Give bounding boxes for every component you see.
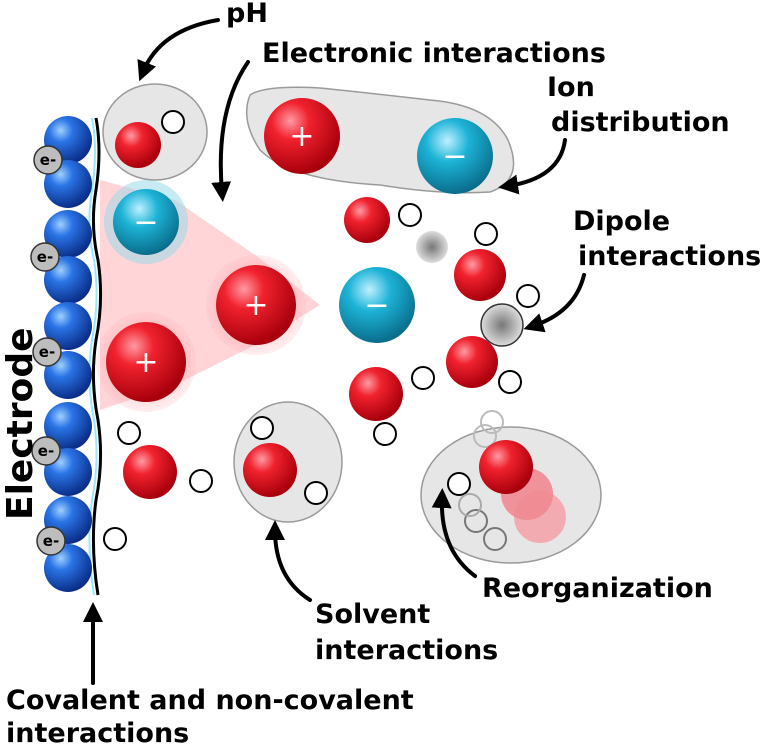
electrode-atom — [44, 256, 92, 304]
anion — [113, 189, 179, 255]
water-oxygen — [349, 367, 403, 421]
electron-label: e- — [40, 151, 56, 169]
dipole-interactions-label-1: Dipole — [573, 206, 670, 237]
water-hydrogen — [161, 110, 185, 134]
electrode-atom — [44, 302, 92, 350]
covalent-label-1: Covalent and non-covalent — [6, 685, 414, 716]
electrode-atom — [44, 210, 92, 258]
ph-arrow — [137, 18, 220, 82]
water-hydrogen-ghost — [464, 509, 488, 533]
ion-distribution-label-2: distribution — [551, 107, 730, 138]
electron-label: e- — [38, 442, 54, 460]
electron: e- — [32, 337, 62, 367]
dipole-particle — [416, 231, 448, 263]
water-hydrogen — [498, 370, 522, 394]
water-hydrogen — [304, 481, 328, 505]
minus-sign: − — [364, 288, 389, 323]
water-oxygen — [115, 122, 161, 168]
covalent-label-2: interactions — [6, 718, 189, 747]
solvent-molecules — [103, 110, 540, 551]
electron: e- — [33, 145, 63, 175]
electron-label: e- — [43, 532, 59, 550]
reorganization-label: Reorganization — [482, 573, 713, 604]
water-oxygen — [446, 336, 498, 388]
electrode-atom — [44, 544, 92, 592]
cation — [106, 322, 186, 402]
water-hydrogen — [189, 469, 213, 493]
water-oxygen — [123, 445, 177, 499]
plus-sign: + — [289, 119, 314, 154]
water-hydrogen-ghost — [480, 410, 504, 434]
water-hydrogen — [447, 472, 471, 496]
electrode-surface — [91, 117, 103, 596]
water-hydrogen-ghost — [473, 424, 497, 448]
anion — [417, 118, 493, 194]
water-oxygen — [479, 440, 533, 494]
water-oxygen — [243, 443, 297, 497]
cation — [264, 98, 340, 174]
minus-sign: − — [133, 205, 158, 240]
anion — [339, 267, 415, 343]
electron: e- — [30, 242, 60, 272]
solvent-interactions-label-2: interactions — [315, 635, 498, 666]
water-hydrogen-ghost — [458, 493, 482, 517]
electrode-surface-glow — [88, 117, 98, 596]
water-hydrogen-ghost — [483, 527, 507, 551]
cation — [216, 265, 296, 345]
water-hydrogen — [516, 284, 540, 308]
minus-sign: − — [442, 139, 467, 174]
electron-label: e- — [37, 248, 53, 266]
electron: e- — [31, 436, 61, 466]
electron: e- — [36, 526, 66, 556]
water-hydrogen — [411, 366, 435, 390]
ph-label: pH — [226, 0, 268, 29]
ion-distribution-arrow — [498, 138, 567, 195]
solvent-interactions-label-1: Solvent — [315, 599, 430, 630]
dipole-particle — [480, 303, 524, 347]
water-hydrogen — [398, 203, 422, 227]
plus-sign: + — [133, 345, 158, 380]
electronic-interactions-arrow — [211, 60, 250, 202]
electron-label: e- — [39, 343, 55, 361]
solvent-interactions-arrow — [265, 520, 312, 602]
water-oxygen — [454, 249, 506, 301]
water-hydrogen — [103, 527, 127, 551]
water-oxygen — [344, 197, 390, 243]
electrode-label: Electrode — [0, 327, 41, 520]
water-hydrogen — [373, 422, 397, 446]
electrode-atoms — [44, 116, 92, 592]
reorganization-molecules — [447, 410, 566, 551]
water-hydrogen — [117, 421, 141, 445]
dipole-interactions-label-2: interactions — [578, 241, 761, 272]
arrows — [83, 18, 586, 685]
plus-sign: + — [243, 288, 268, 323]
dipole-interactions-arrow — [523, 273, 586, 333]
water-hydrogen — [474, 222, 498, 246]
electronic-interactions-label: Electronic interactions — [262, 38, 606, 69]
ion-distribution-label-1: Ion — [547, 72, 595, 103]
reorganization-arrow — [431, 488, 477, 578]
water-hydrogen — [250, 416, 274, 440]
electrode-atom — [44, 402, 92, 450]
